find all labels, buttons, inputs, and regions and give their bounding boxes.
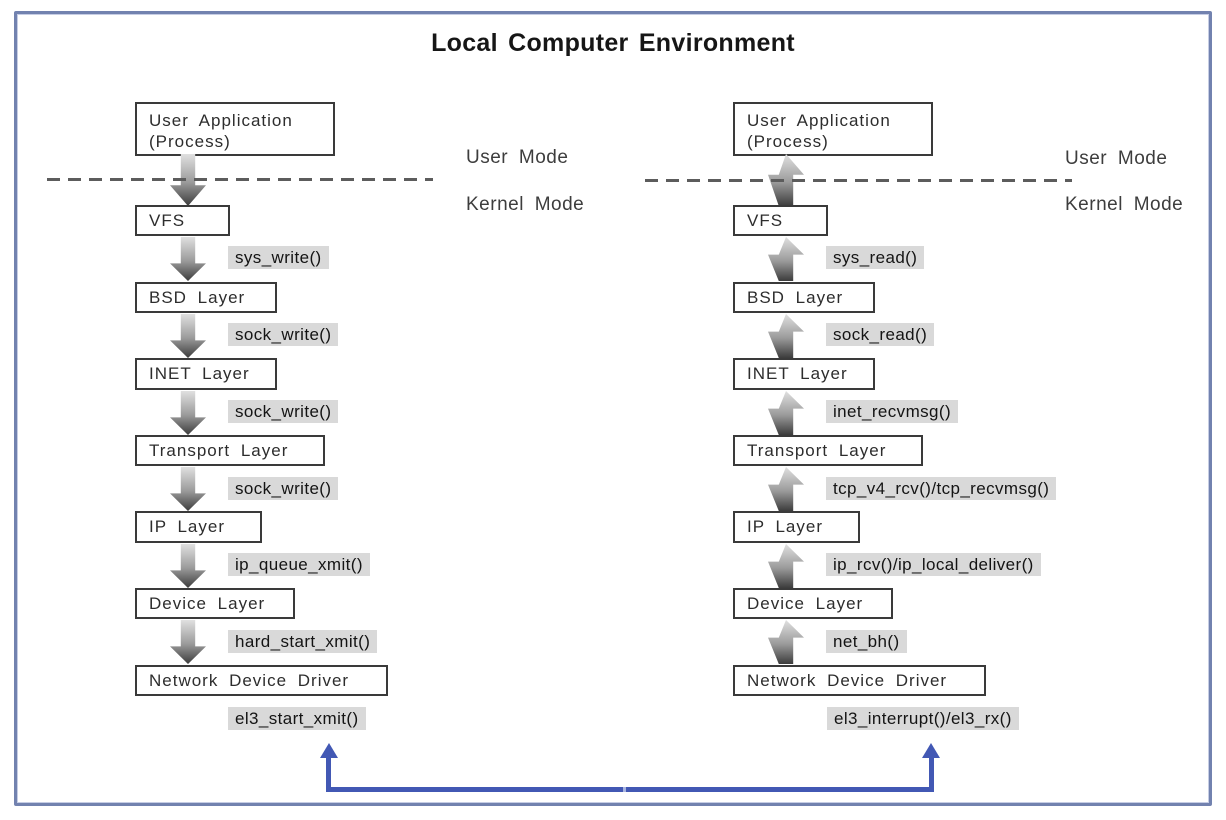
connector-right-vertical-line bbox=[929, 756, 934, 792]
kernel-mode-label: Kernel Mode bbox=[1065, 194, 1184, 215]
send-bsd-layer-box: BSD Layer bbox=[135, 282, 277, 313]
connector-horizontal-line bbox=[326, 787, 934, 792]
function-label: ip_queue_xmit() bbox=[228, 553, 370, 576]
up-arrowhead-icon bbox=[320, 743, 338, 758]
send-ip-layer-box: IP Layer bbox=[135, 511, 262, 543]
function-label: el3_interrupt()/el3_rx() bbox=[827, 707, 1019, 730]
function-label: inet_recvmsg() bbox=[826, 400, 959, 423]
receive-network-device-driver-box: Network Device Driver bbox=[733, 665, 986, 696]
function-label: sock_write() bbox=[228, 323, 339, 346]
function-label: sock_read() bbox=[826, 323, 935, 346]
send-transport-layer-box: Transport Layer bbox=[135, 435, 325, 466]
outer-frame bbox=[14, 11, 1212, 806]
connector-left-vertical-line bbox=[326, 756, 331, 792]
function-label: el3_start_xmit() bbox=[228, 707, 366, 730]
function-label: net_bh() bbox=[826, 630, 907, 653]
send-device-layer-box: Device Layer bbox=[135, 588, 295, 619]
function-label: sock_write() bbox=[228, 477, 339, 500]
diagram-title: Local Computer Environment bbox=[431, 29, 795, 57]
user-mode-label: User Mode bbox=[1065, 148, 1168, 169]
function-label: tcp_v4_rcv()/tcp_recvmsg() bbox=[826, 477, 1057, 500]
receive-device-layer-box: Device Layer bbox=[733, 588, 893, 619]
send-network-device-driver-box: Network Device Driver bbox=[135, 665, 388, 696]
receive-user-application-line1: User Application bbox=[747, 111, 891, 130]
receive-transport-layer-box: Transport Layer bbox=[733, 435, 923, 466]
mode-divider-dashed-line bbox=[645, 179, 1072, 182]
receive-ip-layer-box: IP Layer bbox=[733, 511, 860, 543]
receive-inet-layer-box: INET Layer bbox=[733, 358, 875, 390]
function-label: sys_read() bbox=[826, 246, 925, 269]
send-user-application-line1: User Application bbox=[149, 111, 293, 130]
receive-user-application-line2: (Process) bbox=[747, 132, 829, 151]
send-inet-layer-box: INET Layer bbox=[135, 358, 277, 390]
receive-user-application-box: User Application (Process) bbox=[733, 102, 933, 156]
function-label: hard_start_xmit() bbox=[228, 630, 378, 653]
mode-divider-dashed-line bbox=[47, 178, 433, 181]
up-arrowhead-icon bbox=[922, 743, 940, 758]
send-user-application-line2: (Process) bbox=[149, 132, 231, 151]
send-user-application-box: User Application (Process) bbox=[135, 102, 335, 156]
function-label: ip_rcv()/ip_local_deliver() bbox=[826, 553, 1041, 576]
send-vfs-box: VFS bbox=[135, 205, 230, 236]
function-label: sys_write() bbox=[228, 246, 329, 269]
user-mode-label: User Mode bbox=[466, 147, 569, 168]
kernel-mode-label: Kernel Mode bbox=[466, 194, 585, 215]
connector-midpoint-tick bbox=[623, 787, 626, 792]
function-label: sock_write() bbox=[228, 400, 339, 423]
receive-vfs-box: VFS bbox=[733, 205, 828, 236]
receive-bsd-layer-box: BSD Layer bbox=[733, 282, 875, 313]
